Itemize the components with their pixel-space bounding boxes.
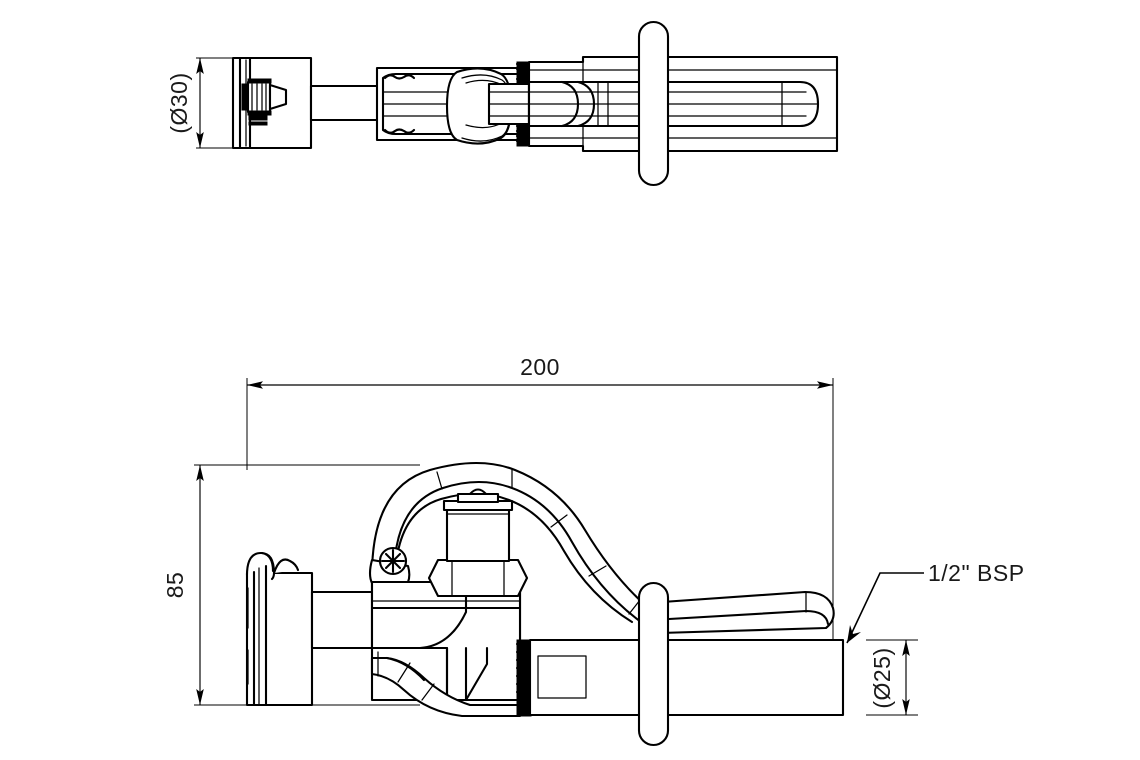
annotation-thread-callout: 1/2" BSP [846, 560, 1025, 644]
dimension-label-top-diameter: (Ø30) [166, 72, 192, 133]
dimension-label-overall-length: 200 [520, 354, 560, 380]
front-view-handle-post [637, 581, 670, 747]
front-view-group: 200 85 (Ø25) 1/2" BSP [162, 354, 1025, 747]
top-view-group: (Ø30) [166, 20, 839, 187]
top-view-wall-flange [231, 56, 313, 150]
top-view-thread-band [515, 61, 531, 147]
top-view-flange-boss [241, 78, 288, 126]
top-view-shank [309, 84, 385, 122]
dimension-top-diameter: (Ø30) [166, 57, 248, 149]
dimension-overall-length: 200 [246, 354, 834, 640]
dimension-label-spout-diameter: (Ø25) [869, 647, 895, 708]
dimension-label-height: 85 [162, 572, 188, 599]
front-view-wall-flange [245, 551, 314, 707]
dimension-spout-diameter: (Ø25) [866, 639, 918, 716]
top-view-handle-post [637, 20, 670, 187]
front-view-thread-band [515, 639, 533, 717]
front-view-lever-arm [644, 590, 835, 635]
top-view-body [375, 66, 531, 145]
front-view-valve-body [370, 580, 522, 718]
annotation-label-thread: 1/2" BSP [928, 560, 1025, 586]
front-view-shank [310, 590, 384, 650]
front-view-cartridge [427, 488, 529, 598]
top-view-spout [527, 55, 839, 153]
front-view-spout [528, 638, 845, 717]
